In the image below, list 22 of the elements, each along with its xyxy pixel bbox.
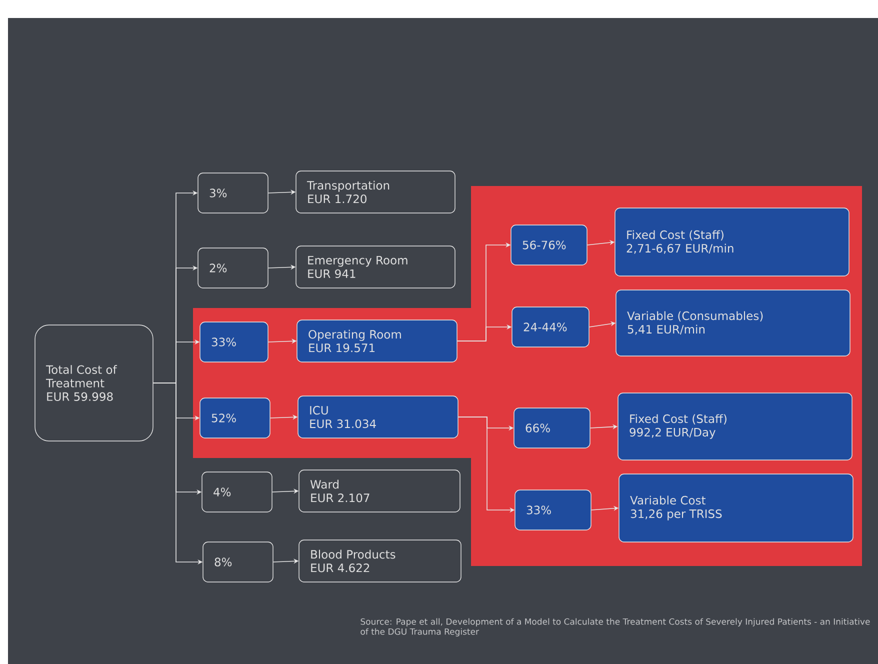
cost-box: Blood Products EUR 4.622 xyxy=(298,540,462,582)
cost-box: Operating Room EUR 19.571 xyxy=(296,320,458,362)
cost-box: ICU EUR 31.034 xyxy=(298,396,458,438)
cost-box: Ward EUR 2.107 xyxy=(298,470,460,512)
percentage-box: 33% xyxy=(200,322,268,362)
percentage-box: 66% xyxy=(514,408,590,448)
percentage-box: 24-44% xyxy=(512,306,590,348)
percentage-box: 3% xyxy=(198,172,268,214)
cost-box: Variable (Consumables) 5,41 EUR/min xyxy=(616,290,850,356)
percentage-box: 2% xyxy=(198,248,268,288)
percentage-box: 52% xyxy=(200,398,270,438)
source-note: Source: Pape et all, Development of a Model to Calculate the Treatment Costs of Severely Injured Patients - an Initiative of the DGU Trauma Register xyxy=(360,618,870,636)
percentage-box: 8% xyxy=(202,542,274,582)
cost-box: Fixed Cost (Staff) 992,2 EUR/Day xyxy=(618,392,852,460)
cost-box: Total Cost of Treatment EUR 59.998 xyxy=(34,324,154,442)
cost-box: Variable Cost 31,26 per TRISS xyxy=(618,474,854,542)
cost-box: Emergency Room EUR 941 xyxy=(296,246,456,288)
percentage-box: 4% xyxy=(202,472,272,512)
cost-box: Transportation EUR 1.720 xyxy=(296,170,456,214)
percentage-box: 56-76% xyxy=(510,224,588,266)
percentage-box: 33% xyxy=(514,490,592,530)
cost-box: Fixed Cost (Staff) 2,71-6,67 EUR/min xyxy=(614,208,850,276)
